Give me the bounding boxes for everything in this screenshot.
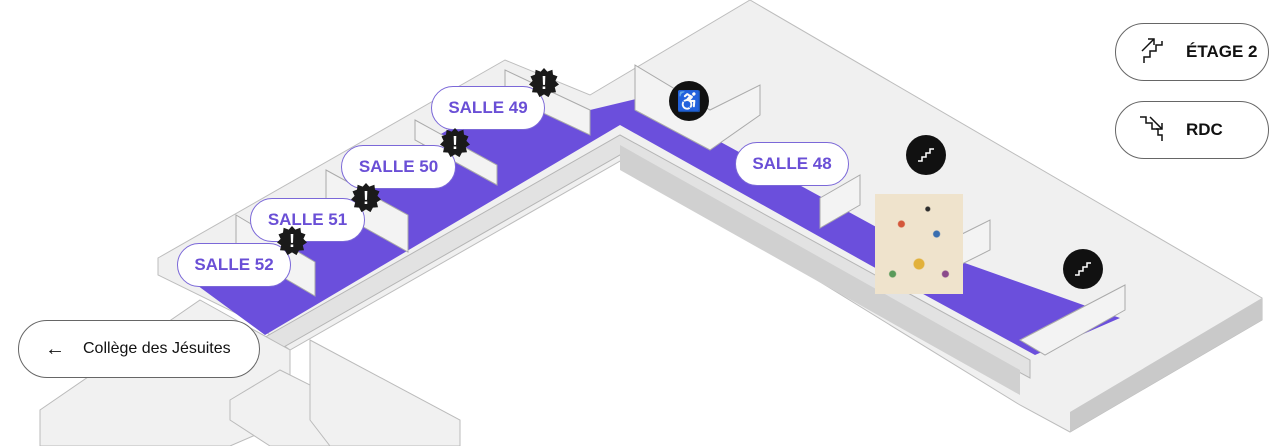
artwork-thumbnail[interactable] xyxy=(875,194,963,294)
back-button[interactable]: ← Collège des Jésuites xyxy=(18,320,260,378)
floor-down-button[interactable]: RDC xyxy=(1115,101,1269,159)
stairs-icon[interactable] xyxy=(906,135,946,175)
courtyard-wall-side xyxy=(620,145,1020,395)
floor-up-button[interactable]: ÉTAGE 2 xyxy=(1115,23,1269,81)
stairs-up-icon xyxy=(1138,35,1166,70)
room-label-salle-50[interactable]: SALLE 50 xyxy=(341,145,456,189)
lower-buildings xyxy=(39,299,461,446)
floor-down-label: RDC xyxy=(1186,120,1223,139)
room-label-salle-49[interactable]: SALLE 49 xyxy=(431,86,545,130)
building-outer-side xyxy=(1070,298,1262,432)
back-label: Collège des Jésuites xyxy=(83,340,231,357)
room-label-salle-51[interactable]: SALLE 51 xyxy=(250,198,365,242)
stairs-icon[interactable] xyxy=(1063,249,1103,289)
stairs-down-icon xyxy=(1138,113,1166,148)
wheelchair-access-icon[interactable]: ♿ xyxy=(669,81,709,121)
arrow-left-icon: ← xyxy=(45,337,65,360)
room-label-salle-52[interactable]: SALLE 52 xyxy=(177,243,291,287)
floor-up-label: ÉTAGE 2 xyxy=(1186,42,1258,61)
room-label-salle-48[interactable]: SALLE 48 xyxy=(735,142,849,186)
